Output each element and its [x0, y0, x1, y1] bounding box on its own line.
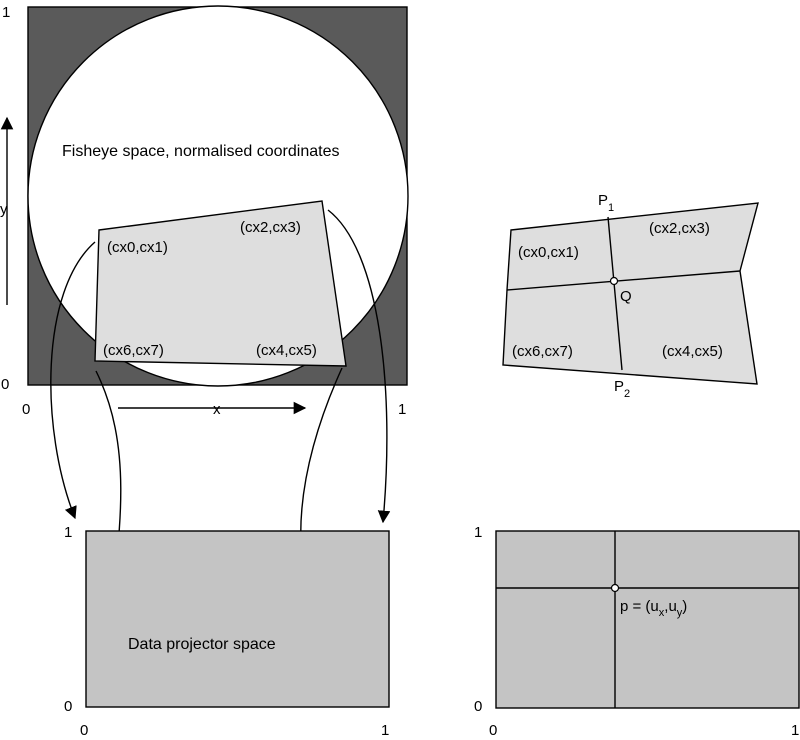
detail-corner-tr: (cx2,cx3) [649, 220, 710, 237]
detail-line-horizontal [506, 270, 741, 291]
fisheye-title: Fisheye space, normalised coordinates [62, 143, 339, 160]
fisheye-quad [94, 200, 347, 367]
detail-corner-br: (cx4,cx5) [662, 343, 723, 360]
map-arrow-tr [327, 209, 391, 524]
projector-tick-y1: 1 [64, 524, 72, 541]
projector-title: Data projector space [128, 636, 276, 653]
detail-line-p1p2 [607, 216, 623, 371]
y-axis-label: y [0, 201, 8, 218]
uv-panel: p = (ux,uy) 1 0 0 1 [474, 524, 800, 739]
projector-tick-x0: 0 [80, 722, 88, 739]
quad-detail-panel: (cx0,cx1) (cx2,cx3) (cx6,cx7) (cx4,cx5) … [502, 192, 759, 400]
p2-label: P2 [614, 378, 630, 400]
projector-rect [85, 530, 390, 708]
detail-corner-tl: (cx0,cx1) [518, 244, 579, 261]
fisheye-panel: Fisheye space, normalised coordinates (c… [0, 4, 409, 418]
uv-point-marker [610, 583, 620, 593]
fisheye-corner-bl: (cx6,cx7) [103, 342, 164, 359]
uv-rect [495, 530, 800, 709]
uv-tick-y1: 1 [474, 524, 482, 541]
projector-tick-y0: 0 [64, 698, 72, 715]
uv-tick-x1: 1 [791, 722, 799, 739]
fisheye-corner-tr: (cx2,cx3) [240, 219, 301, 236]
p1-label: P1 [598, 192, 614, 214]
fisheye-tick-x0: 0 [22, 401, 30, 418]
fisheye-corner-tl: (cx0,cx1) [107, 239, 168, 256]
map-arrow-tl [50, 241, 96, 520]
projector-tick-x1: 1 [381, 722, 389, 739]
detail-corner-bl: (cx6,cx7) [512, 343, 573, 360]
fisheye-corner-br: (cx4,cx5) [256, 342, 317, 359]
uv-tick-y0: 0 [474, 698, 482, 715]
fisheye-tick-y0: 0 [1, 376, 9, 393]
fisheye-tick-x1: 1 [398, 401, 406, 418]
fisheye-tick-y1: 1 [2, 4, 10, 21]
q-label: Q [620, 288, 632, 305]
uv-tick-x0: 0 [489, 722, 497, 739]
projector-panel: Data projector space 1 0 0 1 [64, 524, 390, 739]
x-axis-label: x [213, 401, 221, 418]
q-point-marker [609, 276, 619, 286]
uv-point-label: p = (ux,uy) [620, 598, 687, 619]
